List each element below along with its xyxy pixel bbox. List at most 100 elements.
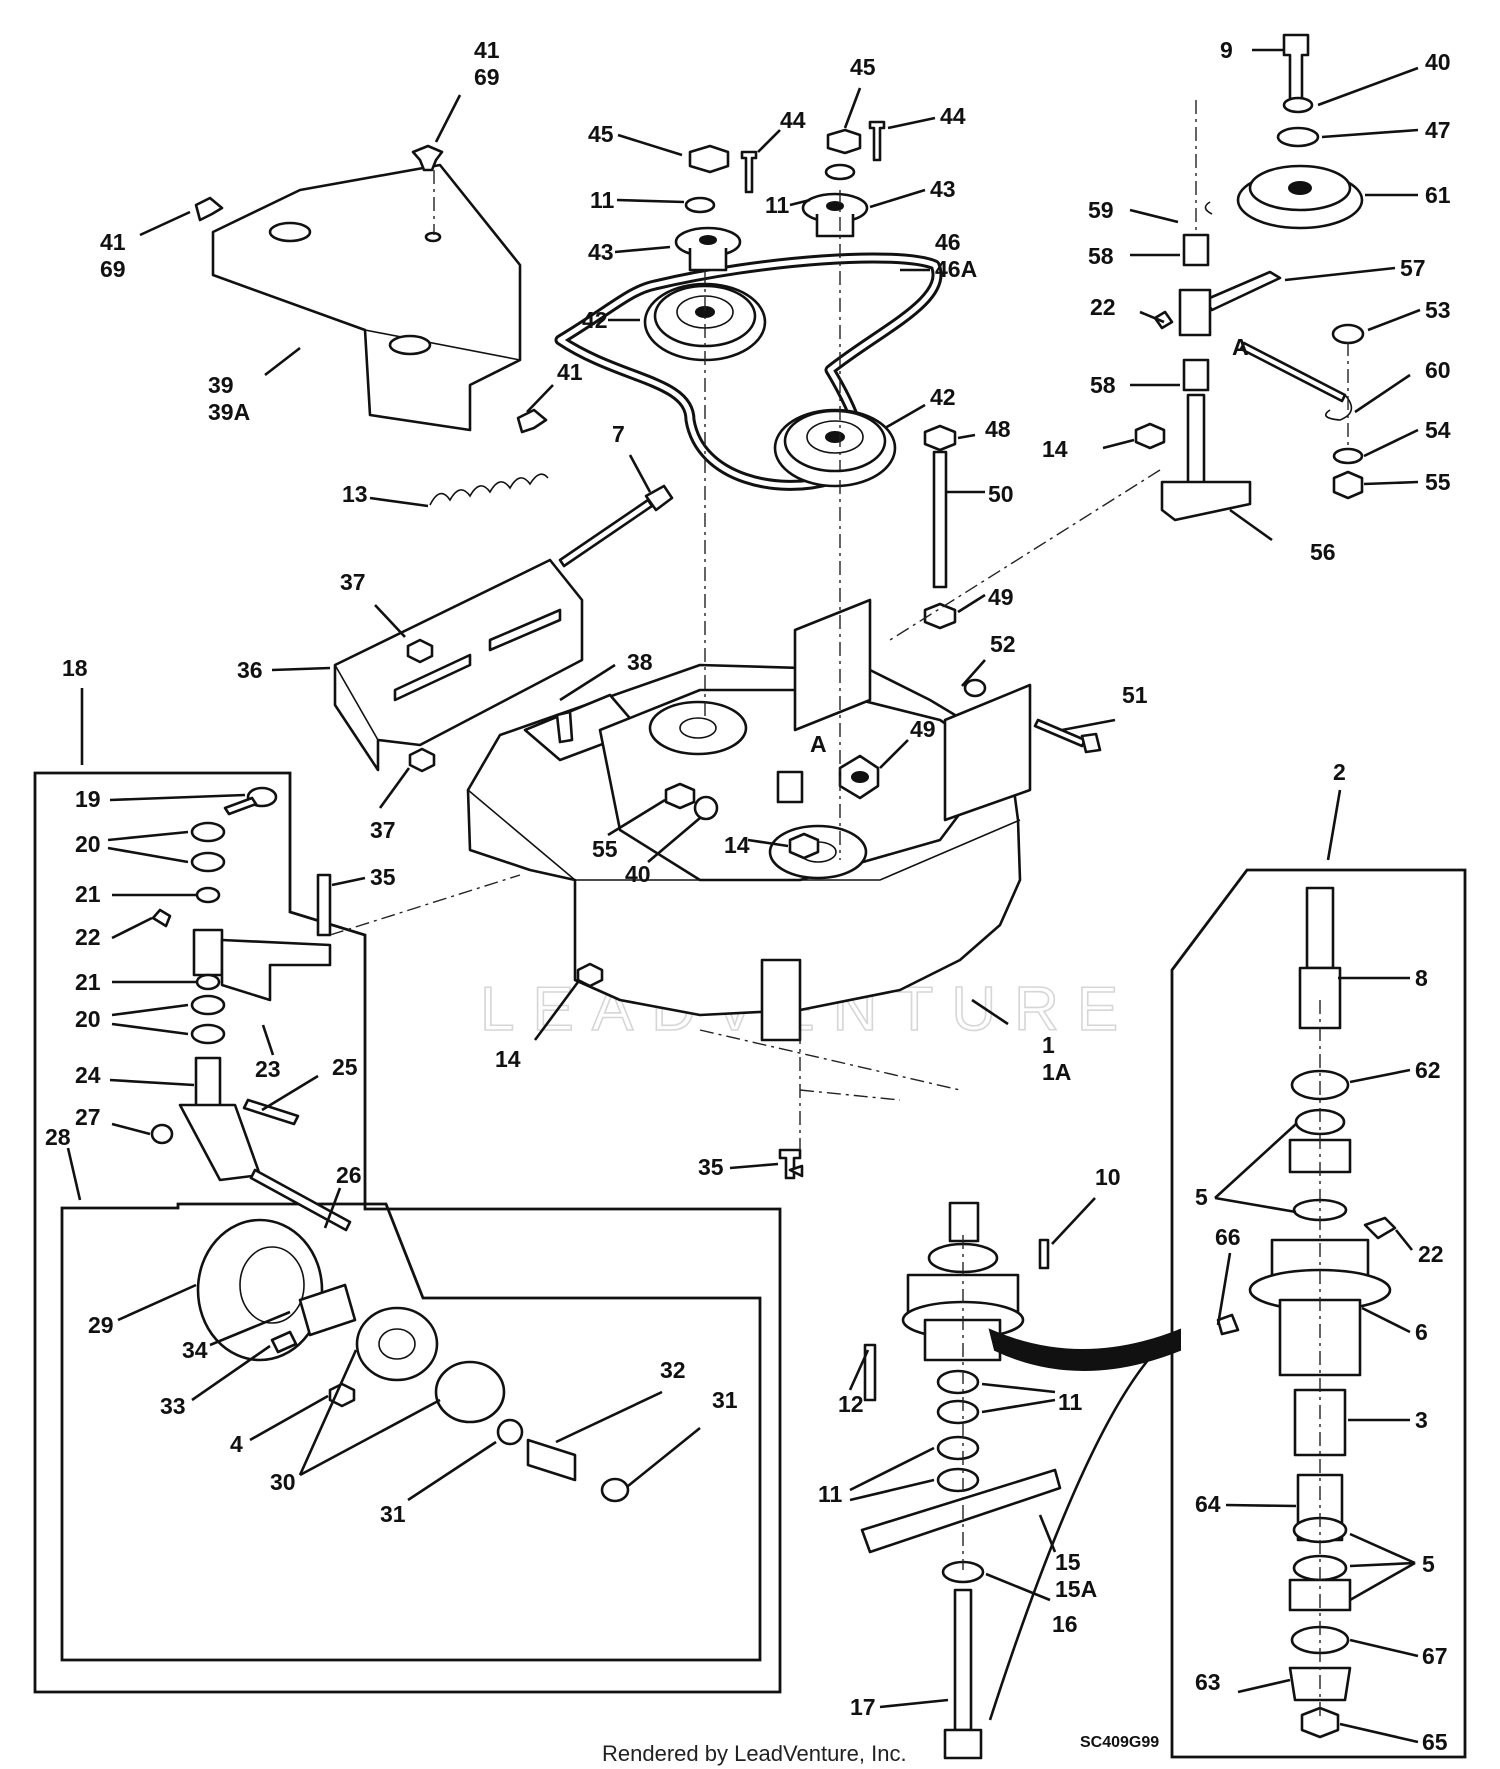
callout-4: 4: [230, 1431, 243, 1457]
callout-line: 46A: [935, 256, 977, 282]
callout-21-bottom: 21: [75, 969, 101, 995]
spindle-assembly-box: [1170, 868, 1467, 1759]
belt-cover: [211, 163, 522, 432]
callout-21-top: 21: [75, 881, 101, 907]
callout-22-top: 22: [1090, 294, 1116, 320]
callout-line: 39A: [208, 399, 250, 425]
callout-36: 36: [237, 657, 263, 683]
callout-40-top: 40: [1425, 49, 1451, 75]
drawing-code: SC409G99: [1080, 1734, 1159, 1751]
callout-line: 15: [1055, 1549, 1081, 1575]
callout-7: 7: [612, 421, 625, 447]
left-spindle-pulley: [643, 282, 767, 362]
callout-35-bottom: 35: [698, 1154, 724, 1180]
tension-spring: [429, 473, 549, 506]
callout-55-deck: 55: [592, 836, 618, 862]
callout-5-top: 5: [1195, 1184, 1208, 1210]
callout-40-deck: 40: [625, 861, 651, 887]
callout-9: 9: [1220, 37, 1233, 63]
callout-20-bottom: 20: [75, 1006, 101, 1032]
callout-63: 63: [1195, 1669, 1221, 1695]
pulley-hub-right: [801, 192, 869, 238]
callout-44-right: 44: [940, 103, 966, 129]
callout-3: 3: [1415, 1407, 1428, 1433]
reference-mark-a-idler: A: [1232, 334, 1249, 360]
callout-22-right: 22: [1418, 1241, 1444, 1267]
callout-45-right: 45: [850, 54, 876, 80]
callout-54: 54: [1425, 417, 1451, 443]
callout-19: 19: [75, 786, 101, 812]
callout-line: 41: [100, 229, 126, 255]
idler-pivot-parts: [1134, 33, 1365, 522]
callout-52: 52: [990, 631, 1016, 657]
callout-10: 10: [1095, 1164, 1121, 1190]
callout-62: 62: [1415, 1057, 1441, 1083]
callout-11-upper: 11: [1058, 1389, 1083, 1415]
callout-28: 28: [45, 1124, 71, 1150]
centre-lines: [329, 100, 1349, 1720]
idler-arm-assembly-box: [33, 771, 782, 1694]
callout-57: 57: [1400, 255, 1426, 281]
callout-55-top: 55: [1425, 469, 1451, 495]
callout-line: 69: [100, 256, 126, 282]
callout-51: 51: [1122, 682, 1148, 708]
callout-8: 8: [1415, 965, 1428, 991]
callout-line: 46: [935, 229, 961, 255]
right-spindle-pulley: [773, 408, 897, 488]
callout-35-left: 35: [370, 864, 396, 890]
idler-pulley-parts: [196, 1218, 630, 1503]
callout-25: 25: [332, 1054, 358, 1080]
deck-hardware: [555, 424, 1102, 1180]
callout-38: 38: [627, 649, 653, 675]
callout-30: 30: [270, 1469, 296, 1495]
callout-27: 27: [75, 1104, 101, 1130]
callout-17: 17: [850, 1694, 876, 1720]
idler-bracket: [333, 558, 584, 773]
callout-50: 50: [988, 481, 1014, 507]
callout-42-left: 42: [582, 307, 608, 333]
callout-37-bottom: 37: [370, 817, 396, 843]
callout-line: 69: [474, 64, 500, 90]
callout-2: 2: [1333, 759, 1346, 785]
callout-43-left: 43: [588, 239, 614, 265]
callout-26: 26: [336, 1162, 362, 1188]
leader-lines: [66, 48, 1421, 1744]
callout-67: 67: [1422, 1643, 1448, 1669]
callout-5-bottom: 5: [1422, 1551, 1435, 1577]
callout-11-right: 11: [765, 192, 790, 218]
callout-61: 61: [1425, 182, 1451, 208]
callout-45-left: 45: [588, 121, 614, 147]
reference-mark-a-deck: A: [810, 731, 827, 757]
callout-41: 41: [557, 359, 583, 385]
callout-47: 47: [1425, 117, 1451, 143]
callout-31-left: 31: [380, 1501, 406, 1527]
callout-49-deck: 49: [910, 716, 936, 742]
callout-14-deck: 14: [724, 832, 750, 858]
callout-line: 39: [208, 372, 234, 398]
callout-12: 12: [838, 1391, 864, 1417]
callout-line: 15A: [1055, 1576, 1097, 1602]
callout-6: 6: [1415, 1319, 1428, 1345]
callout-14-bottom: 14: [495, 1046, 521, 1072]
pulley-hub-left: [674, 226, 742, 272]
callout-66: 66: [1215, 1224, 1241, 1250]
callout-18: 18: [62, 655, 88, 681]
cover-knobs: [194, 144, 548, 434]
callout-48: 48: [985, 416, 1011, 442]
callout-44-left: 44: [780, 107, 806, 133]
callout-14-top: 14: [1042, 436, 1068, 462]
idler-arm-parts: [150, 786, 352, 1232]
callout-53: 53: [1425, 297, 1451, 323]
spindle-hardware-top: [684, 120, 886, 214]
callout-65: 65: [1422, 1729, 1448, 1755]
callout-29: 29: [88, 1312, 114, 1338]
callout-64: 64: [1195, 1491, 1221, 1517]
callout-37-top: 37: [340, 569, 366, 595]
callout-59: 59: [1088, 197, 1114, 223]
idler-pulley-assembly-box: [60, 1202, 762, 1662]
callout-43-right: 43: [930, 176, 956, 202]
